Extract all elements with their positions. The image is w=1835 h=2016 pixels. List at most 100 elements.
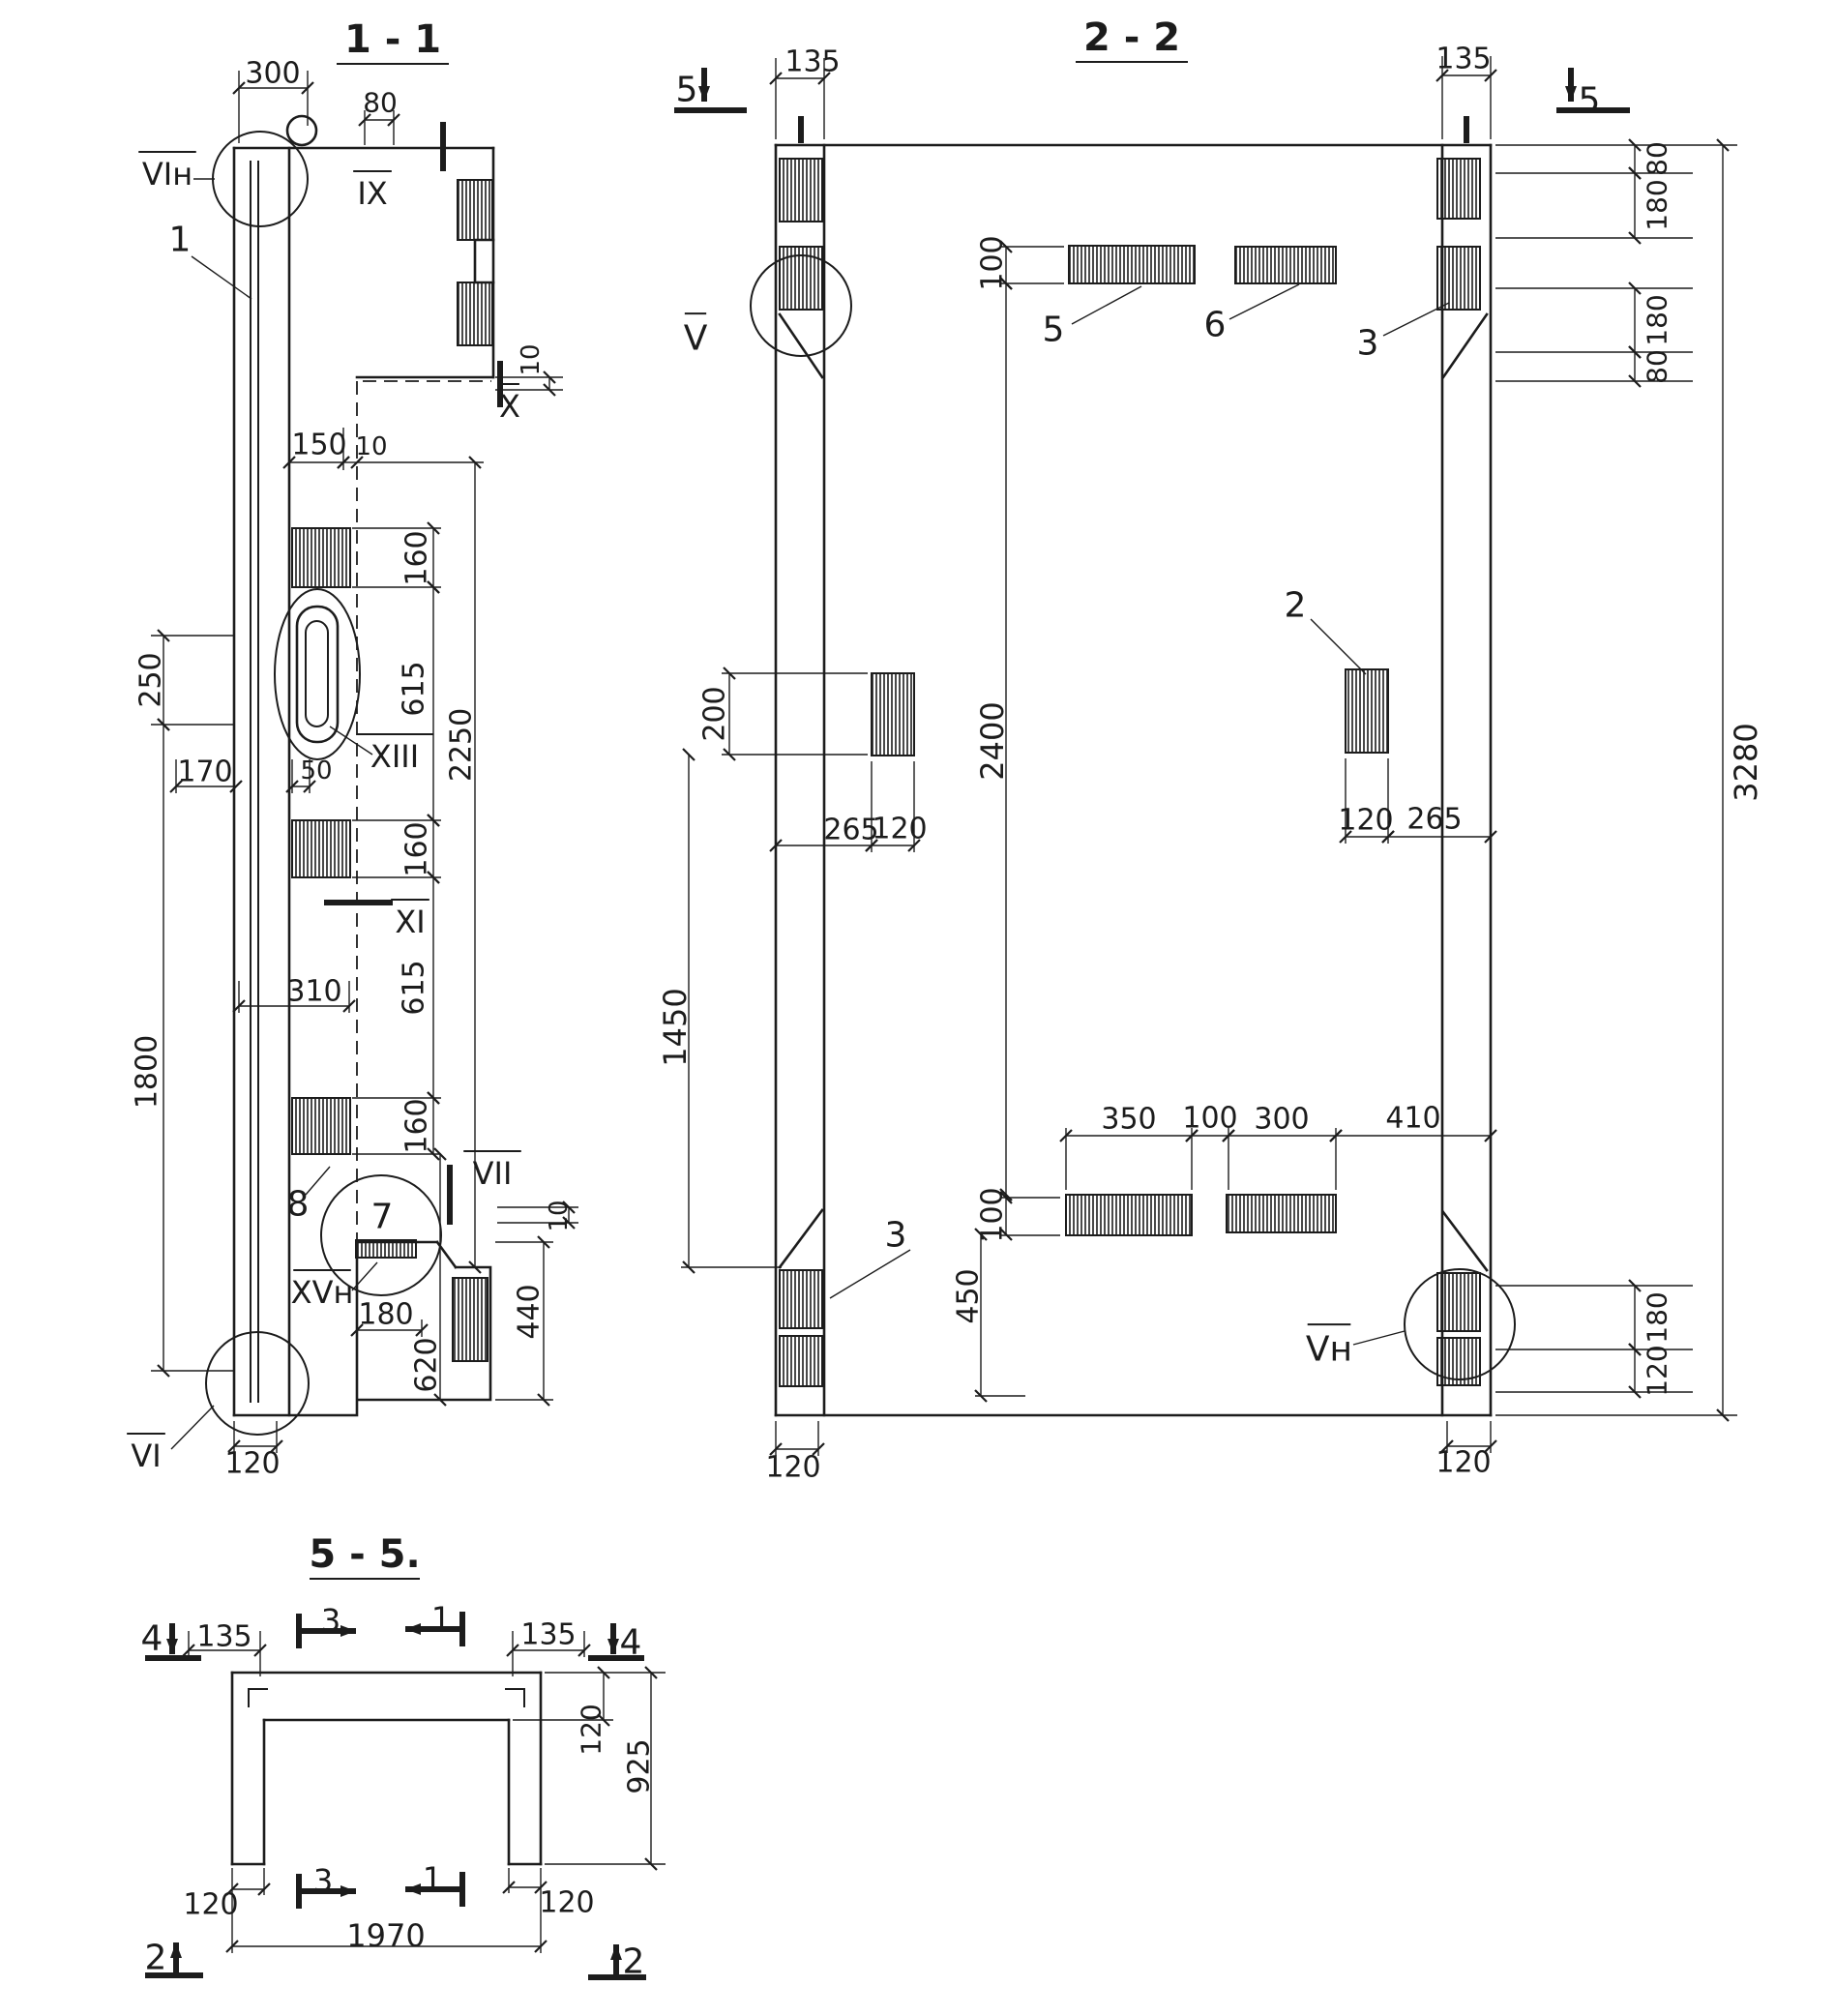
dim-120-bl: 120 <box>765 1451 820 1485</box>
anchor-plates-s22 <box>779 158 1481 1387</box>
marker-5-right-text: 5 <box>1579 81 1601 121</box>
dim-160-b-text: 160 <box>400 821 434 876</box>
item-3-top-text: 3 <box>1357 324 1379 364</box>
callout-X-text: X <box>499 388 520 425</box>
dim-80-r1: 80 <box>1642 141 1673 176</box>
dim-10-b: 10 <box>355 432 387 461</box>
rib-anchor <box>779 1269 823 1329</box>
dim-1970: 1970 <box>346 1917 425 1954</box>
slot-outer <box>295 605 340 744</box>
dim-2400: 2400 <box>974 701 1011 780</box>
detail-circle-VI <box>205 1331 310 1436</box>
dim-180-r2-text: 180 <box>1642 294 1673 345</box>
embed-plate <box>452 1277 488 1362</box>
callout-VI-text: VI <box>131 1438 161 1474</box>
dim-120-55: 120 <box>576 1704 607 1755</box>
dim-180-a-text: 180 <box>358 1298 413 1332</box>
dim-925: 925 <box>623 1738 657 1794</box>
marker-1-bot-text: 1 <box>423 1860 442 1897</box>
marker-1-top-text: 1 <box>431 1600 451 1637</box>
item-8: 8 <box>287 1185 310 1225</box>
embed-plate-2 <box>1345 668 1389 754</box>
dim-135-55l: 135 <box>196 1620 252 1654</box>
dim-1450-text: 1450 <box>657 988 694 1066</box>
callout-IX: IX <box>353 169 392 212</box>
dim-120-a: 120 <box>224 1447 280 1481</box>
callout-circles-s22 <box>750 254 1516 1380</box>
rib-anchor <box>1436 246 1481 311</box>
dim-120-55bl-text: 120 <box>183 1888 238 1922</box>
embed-plate <box>1226 1194 1337 1233</box>
dim-615-b-text: 615 <box>398 960 431 1015</box>
marker-2-left-text: 2 <box>145 1939 167 1978</box>
dim-1800-text: 1800 <box>131 1035 164 1109</box>
dim-615-a: 615 <box>398 661 431 716</box>
rib-anchor <box>1436 158 1481 220</box>
dim-50-text: 50 <box>300 756 332 786</box>
item-1: 1 <box>169 221 192 260</box>
item-6-text: 6 <box>1204 306 1227 345</box>
dim-1450: 1450 <box>657 988 694 1066</box>
dim-120-55br: 120 <box>539 1886 594 1920</box>
dim-300-text: 300 <box>245 57 300 91</box>
dim-120-br: 120 <box>1435 1446 1491 1480</box>
dim-135-55r-text: 135 <box>520 1618 576 1652</box>
rib-anchor <box>1436 1272 1481 1332</box>
dim-100-mid: 100 <box>1182 1102 1237 1136</box>
dim-100-bot: 100 <box>976 1187 1010 1242</box>
item-3-bot-text: 3 <box>885 1216 907 1256</box>
callout-Vn: Vн <box>1306 1323 1352 1370</box>
marker-1-bot: 1 <box>423 1860 442 1897</box>
marker-3-bot: 3 <box>313 1862 333 1899</box>
section-1-1: 1 - 1 <box>151 17 578 1453</box>
dim-170: 170 <box>177 756 232 789</box>
dim-180-r2: 180 <box>1642 294 1673 345</box>
dim-265-l: 265 <box>823 814 878 847</box>
marker-5-left: 5 <box>676 71 698 110</box>
dim-200-text: 200 <box>698 686 732 741</box>
dim-100-top: 100 <box>976 235 1010 290</box>
dim-180-r1-text: 180 <box>1642 179 1673 230</box>
marker-4-left: 4 <box>141 1619 163 1659</box>
dim-160-c: 160 <box>400 1098 434 1153</box>
dim-300-b-text: 300 <box>1254 1103 1309 1137</box>
dim-120-l-text: 120 <box>872 813 927 846</box>
extension-lines-s22 <box>681 56 1737 1456</box>
dim-2250-text: 2250 <box>445 708 479 782</box>
detail-circle-Vn <box>1404 1268 1516 1380</box>
detail-ellipse-XIII <box>274 588 361 760</box>
callout-IX-text: IX <box>357 175 387 212</box>
callout-XI-text: XI <box>395 904 425 940</box>
marker-5-left-text: 5 <box>676 71 698 110</box>
corner-bars-s55 <box>248 1688 525 1707</box>
dim-135-55l-text: 135 <box>196 1620 252 1654</box>
dim-120-55bl: 120 <box>183 1888 238 1922</box>
callout-VIn: VIн <box>138 150 196 193</box>
dim-300: 300 <box>245 57 300 91</box>
dim-350-text: 350 <box>1101 1103 1156 1137</box>
dim-265-r-text: 265 <box>1406 803 1462 837</box>
marker-1-top: 1 <box>431 1600 451 1637</box>
embed-plate <box>355 1239 417 1259</box>
callout-XVn: XVн <box>291 1268 353 1311</box>
callout-Vn-text: Vн <box>1306 1330 1352 1370</box>
dim-135-l: 135 <box>784 45 840 79</box>
dim-120-r3-text: 120 <box>1642 1345 1673 1396</box>
dim-135-r-text: 135 <box>1435 43 1491 76</box>
dim-615-b: 615 <box>398 960 431 1015</box>
dim-80-r2-text: 80 <box>1642 349 1673 384</box>
outline-s22 <box>774 143 1493 1417</box>
anchor-plates-s11 <box>291 179 493 1362</box>
dim-2250: 2250 <box>445 708 479 782</box>
dim-250: 250 <box>134 652 168 707</box>
marker-2-right: 2 <box>623 1942 645 1982</box>
embed-plate <box>457 282 493 346</box>
marker-3-top: 3 <box>321 1602 340 1639</box>
dim-410-text: 410 <box>1385 1102 1440 1136</box>
item-2-text: 2 <box>1285 586 1307 626</box>
dim-160-b: 160 <box>400 821 434 876</box>
dim-180-r3: 180 <box>1642 1291 1673 1343</box>
callout-X: X <box>499 382 520 425</box>
dim-120-55-text: 120 <box>576 1704 607 1755</box>
